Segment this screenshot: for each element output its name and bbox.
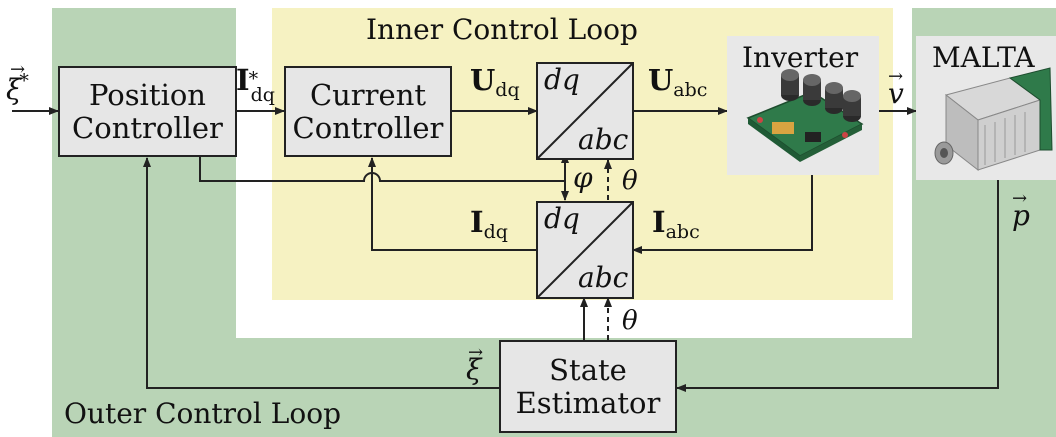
inverter-label: Inverter: [742, 41, 859, 74]
p-feedback-line: [676, 180, 999, 392]
i-dq-ref-label: I*dq: [236, 63, 275, 106]
v-label: v →: [888, 66, 904, 110]
p-label: p →: [1012, 188, 1030, 232]
i-dq-feedback-line: [368, 157, 537, 251]
inner-loop-label: Inner Control Loop: [366, 13, 638, 46]
xi-est-feedback-line: [143, 157, 499, 389]
inverter-image: [746, 69, 864, 162]
transform-top-diagonal: [536, 62, 634, 160]
i-abc-label: Iabc: [652, 205, 700, 243]
position-controller-block: Position Controller: [58, 66, 237, 157]
malta-image: [934, 67, 1053, 172]
transform-bottom-dq-label: dq: [544, 202, 580, 235]
u-dq-label: Udq: [470, 63, 520, 101]
current-controller-block: Current Controller: [284, 66, 452, 157]
i-dq-label: Idq: [470, 205, 508, 243]
u-abc-label: Uabc: [648, 63, 708, 101]
xi-est-label: ξ →: [466, 342, 484, 386]
malta-label: MALTA: [932, 41, 1035, 74]
i-abc-feedback-line: [632, 175, 813, 254]
outer-loop-label: Outer Control Loop: [64, 397, 341, 430]
transform-bottom-diagonal: [536, 201, 634, 299]
phi-label: φ: [573, 161, 593, 194]
transform-top-dq-label: dq: [544, 63, 580, 96]
vector-arrow-icon: →: [888, 66, 904, 87]
vector-arrow-icon: →: [1012, 188, 1028, 209]
vector-arrow-icon: →: [468, 342, 484, 363]
position-to-phi-line: [199, 156, 565, 182]
theta-bottom-label: θ: [622, 306, 638, 336]
theta-top-label: θ: [622, 166, 638, 196]
vector-arrow-icon: →: [10, 59, 26, 80]
transform-top-abc-label: abc: [578, 123, 629, 156]
xi-ref-label: ξ* →: [6, 59, 29, 106]
transform-bottom-abc-label: abc: [578, 261, 629, 294]
state-estimator-block: State Estimator: [499, 340, 677, 433]
